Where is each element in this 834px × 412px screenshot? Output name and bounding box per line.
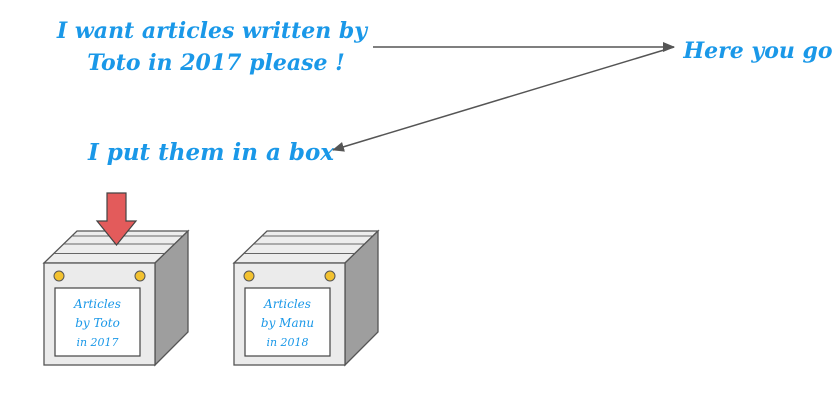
box-label-line1: Articles (73, 297, 121, 311)
box-label-toto (54, 287, 141, 357)
request-text-line1: I want articles written by (56, 18, 369, 44)
bolt-icon (53, 270, 65, 282)
bolt-icon (324, 270, 336, 282)
box-label-manu (244, 287, 331, 357)
action-text: I put them in a box (87, 139, 334, 166)
archive-box-toto: Articles by Toto in 2017 (42, 229, 190, 367)
request-text-line2: Toto in 2017 please ! (87, 50, 345, 76)
response-arrow (332, 46, 675, 152)
box-label-line2: by Manu (261, 316, 314, 330)
box-label-line2: by Toto (75, 316, 120, 330)
bolt-icon (243, 270, 255, 282)
archive-box-manu: Articles by Manu in 2018 (232, 229, 380, 367)
bolt-icon (134, 270, 146, 282)
box-label-line3: in 2018 (266, 336, 308, 349)
box-label-line3: in 2017 (76, 336, 118, 349)
down-arrow-icon (95, 192, 138, 246)
response-text: Here you go (682, 38, 832, 64)
box-label-line1: Articles (263, 297, 311, 311)
